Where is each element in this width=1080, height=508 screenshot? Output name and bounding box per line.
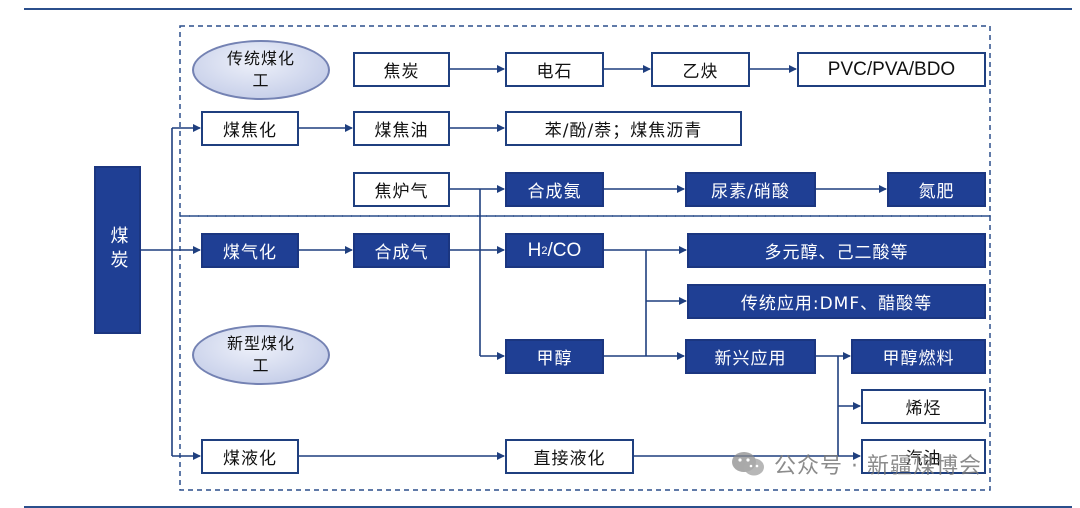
direct-liquefaction-box: 直接液化 (505, 439, 634, 474)
coke-box: 焦炭 (353, 52, 450, 87)
h2-co-label-sub: 2 (541, 244, 548, 257)
syngas-label: 合成气 (374, 243, 429, 263)
gasification-box: 煤气化 (201, 233, 299, 268)
urea-nitric-label: 尿素/硝酸 (711, 182, 790, 202)
calcium-carbide-box: 电石 (505, 52, 604, 87)
coking-box: 煤焦化 (201, 111, 299, 146)
h2-co-label-tail: /CO (547, 239, 582, 261)
acetylene-box: 乙炔 (651, 52, 750, 87)
coke-oven-gas-label: 焦炉气 (374, 182, 429, 202)
new-frame (179, 215, 991, 491)
bottom-rule (24, 506, 1072, 508)
watermark: 公众号 · 新疆煤博会 (730, 448, 982, 480)
gasification-label: 煤气化 (223, 243, 277, 263)
pvc-box: PVC/PVA/BDO (797, 52, 986, 87)
new-section-ellipse: 新型煤化工 (192, 325, 330, 385)
traditional-apps-box: 传统应用:DMF、醋酸等 (687, 284, 986, 319)
methanol-label: 甲醇 (536, 349, 573, 369)
coke-label: 焦炭 (383, 62, 420, 82)
coking-label: 煤焦化 (223, 121, 277, 141)
polyols-box: 多元醇、己二酸等 (687, 233, 986, 268)
calcium-carbide-label: 电石 (536, 62, 573, 82)
methanol-fuel-box: 甲醇燃料 (851, 339, 986, 374)
syngas-box: 合成气 (353, 233, 450, 268)
traditional-apps-label: 传统应用:DMF、醋酸等 (740, 294, 933, 314)
olefins-label: 烯烃 (905, 399, 942, 419)
coal-label: 煤炭 (107, 226, 129, 274)
acetylene-label: 乙炔 (682, 62, 719, 82)
methanol-box: 甲醇 (505, 339, 604, 374)
gasoline-box: 汽油 (861, 439, 986, 474)
top-rule (24, 8, 1072, 10)
urea-nitric-box: 尿素/硝酸 (685, 172, 816, 207)
synthetic-ammonia-box: 合成氨 (505, 172, 604, 207)
synthetic-ammonia-label: 合成氨 (527, 182, 582, 202)
benzene-phenol-label: 苯/酚/萘；煤焦沥青 (544, 121, 703, 141)
coal-tar-box: 煤焦油 (353, 111, 450, 146)
liquefaction-box: 煤液化 (201, 439, 299, 474)
gasoline-label: 汽油 (905, 449, 942, 469)
coal-box: 煤炭 (94, 166, 141, 334)
nitrogen-fertilizer-box: 氮肥 (887, 172, 986, 207)
pvc-label: PVC/PVA/BDO (827, 58, 956, 80)
coke-oven-gas-box: 焦炉气 (353, 172, 450, 207)
emerging-apps-box: 新兴应用 (685, 339, 816, 374)
traditional-section-label: 传统煤化工 (226, 49, 295, 90)
wechat-icon (732, 452, 764, 476)
benzene-phenol-box: 苯/酚/萘；煤焦沥青 (505, 111, 742, 146)
polyols-label: 多元醇、己二酸等 (764, 243, 909, 263)
coal-tar-label: 煤焦油 (374, 121, 429, 141)
watermark-text: 公众号 · 新疆煤博会 (774, 454, 982, 479)
emerging-apps-label: 新兴应用 (714, 349, 787, 369)
direct-liquefaction-label: 直接液化 (533, 449, 606, 469)
traditional-section-ellipse: 传统煤化工 (192, 40, 330, 100)
new-section-label: 新型煤化工 (226, 334, 295, 375)
nitrogen-fertilizer-label: 氮肥 (918, 182, 955, 202)
methanol-fuel-label: 甲醇燃料 (882, 349, 955, 369)
h2-co-label-main: H (527, 239, 542, 261)
liquefaction-label: 煤液化 (223, 449, 277, 469)
olefins-box: 烯烃 (861, 389, 986, 424)
